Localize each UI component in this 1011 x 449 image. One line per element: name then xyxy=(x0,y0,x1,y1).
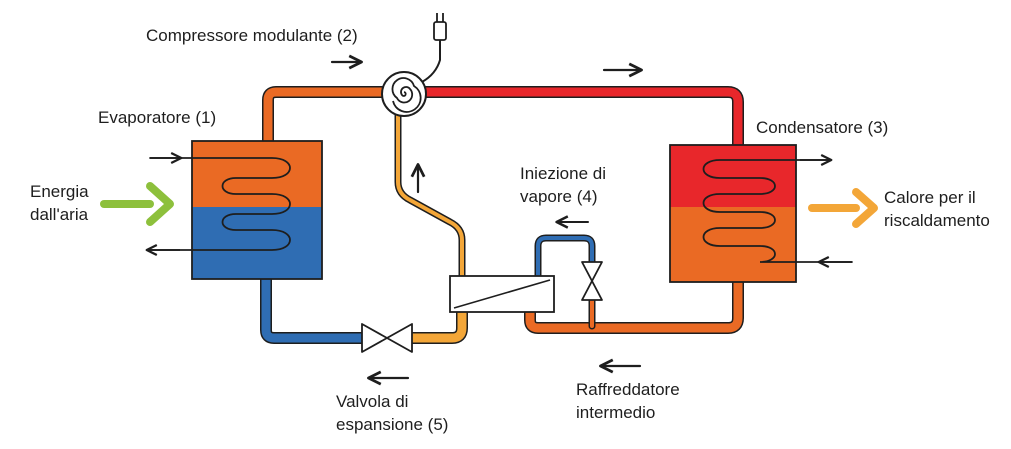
label-expansion-valve: Valvola di espansione (5) xyxy=(336,390,448,436)
label-expansion-valve-line1: Valvola di xyxy=(336,392,409,411)
label-intermediate-cooler-line1: Raffreddatore xyxy=(576,380,680,399)
pipe-vapor-injection xyxy=(534,234,596,280)
pipe-compressor-to-condenser xyxy=(418,86,744,151)
label-heat-output: Calore per il riscaldamento xyxy=(884,186,990,232)
label-air-energy-line1: Energia xyxy=(30,182,89,201)
heat-output-arrow xyxy=(808,188,878,228)
plug-icon xyxy=(421,13,447,83)
label-vapor-injection-line2: vapore (4) xyxy=(520,187,598,206)
pipe-evaporator-to-compressor xyxy=(262,86,392,149)
label-intermediate-cooler-line2: intermedio xyxy=(576,403,656,422)
air-energy-arrow xyxy=(100,182,174,226)
pipe-evaporator-to-valve xyxy=(260,272,368,344)
heat-exchanger-icon xyxy=(449,275,555,313)
label-intermediate-cooler: Raffreddatore intermedio xyxy=(576,378,680,424)
pipe-valve-to-exchanger xyxy=(406,306,468,344)
evaporator xyxy=(145,140,323,280)
label-air-energy: Energia dall'aria xyxy=(30,180,89,226)
injection-valve-icon xyxy=(581,261,603,301)
label-vapor-injection: Iniezione di vapore (4) xyxy=(520,162,606,208)
pipe-vapor-to-compressor xyxy=(394,108,466,280)
label-condenser: Condensatore (3) xyxy=(756,118,889,137)
condenser xyxy=(669,144,853,283)
label-air-energy-line2: dall'aria xyxy=(30,205,89,224)
label-vapor-injection-line1: Iniezione di xyxy=(520,164,607,183)
expansion-valve-icon xyxy=(361,323,413,353)
spiral-icon xyxy=(381,71,427,117)
label-heat-output-line1: Calore per il xyxy=(884,188,976,207)
label-heat-output-line2: riscaldamento xyxy=(884,211,990,230)
label-compressor: Compressore modulante (2) xyxy=(146,26,358,45)
label-expansion-valve-line2: espansione (5) xyxy=(336,415,449,434)
label-evaporator: Evaporatore (1) xyxy=(98,108,217,127)
pipe-condenser-to-cooler xyxy=(524,276,744,334)
